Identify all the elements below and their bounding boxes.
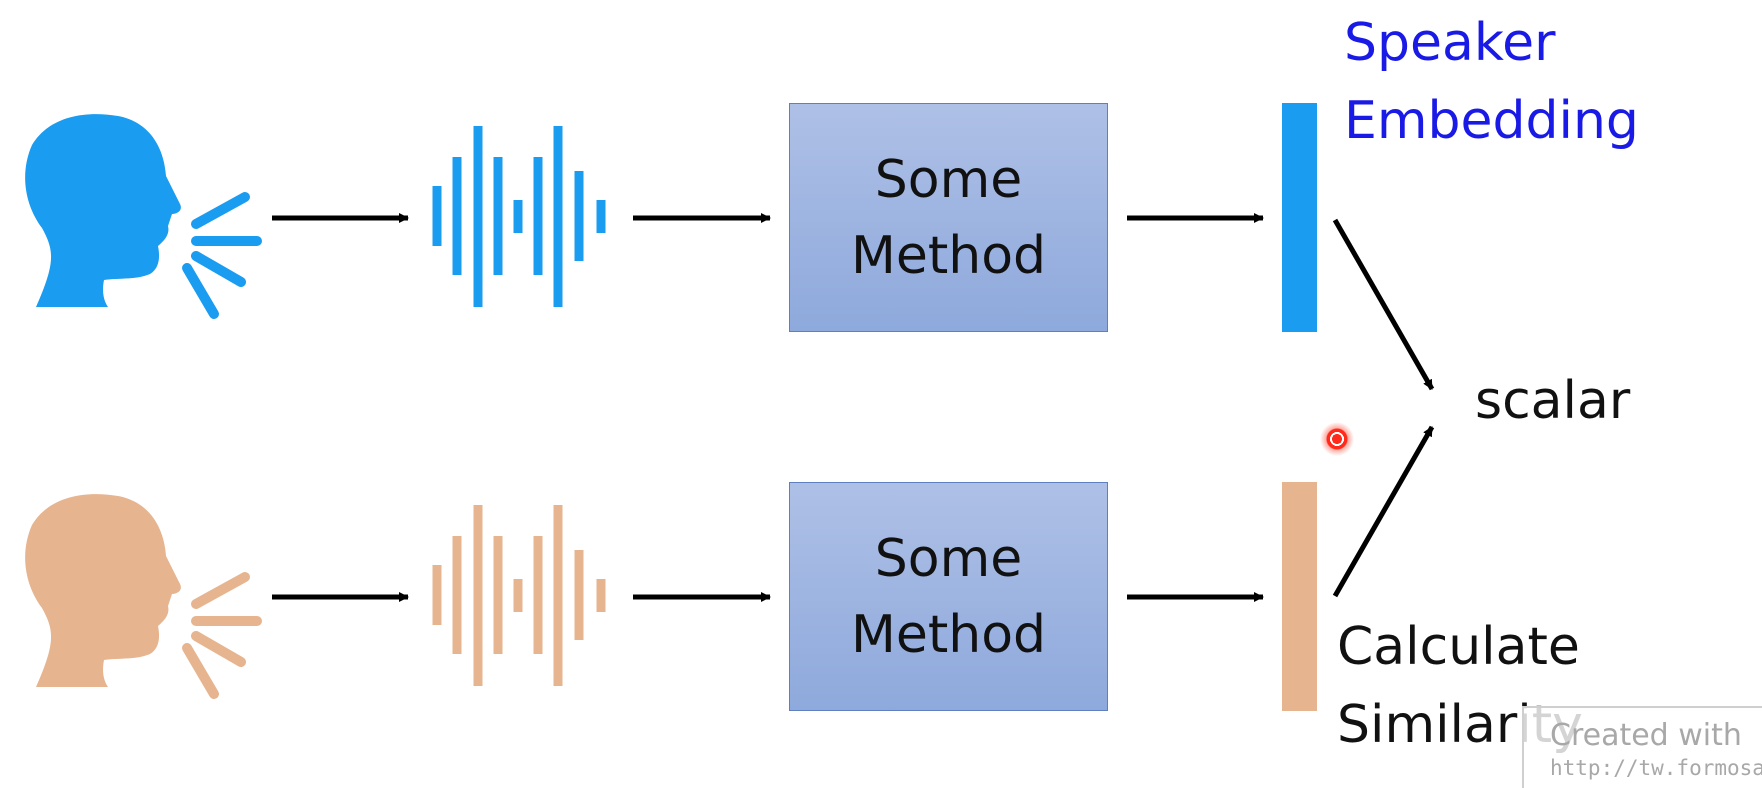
watermark-line1: Created with <box>1550 718 1742 753</box>
arrow-bottom-embedding-to-scalar <box>1332 425 1435 598</box>
method-box-bottom: Some Method <box>789 482 1108 711</box>
watermark-line2: http://tw.formosa <box>1550 756 1762 780</box>
sound-wave-icon-bottom <box>432 505 606 686</box>
sound-wave-icon-top <box>432 126 606 307</box>
method-box-bottom-line1: Some <box>874 528 1023 589</box>
speaker-embedding-bar-top <box>1282 103 1317 332</box>
calculate-similarity-label-line1: Calculate <box>1337 617 1580 677</box>
calculate-similarity-label: Calculate Similarity <box>1337 608 1583 764</box>
watermark: Created with http://tw.formosa <box>1522 706 1762 788</box>
method-box-top: Some Method <box>789 103 1108 332</box>
speaker-embedding-bar-bottom <box>1282 482 1317 711</box>
speaking-head-icon-top <box>25 114 262 319</box>
speaker-embedding-label: Speaker Embedding <box>1344 4 1639 160</box>
speaking-head-icon-bottom <box>25 494 262 699</box>
arrow-top-embedding-to-scalar <box>1332 218 1435 391</box>
laser-pointer-dot <box>1320 422 1354 456</box>
method-box-top-line2: Method <box>850 225 1047 286</box>
scalar-label: scalar <box>1475 371 1631 431</box>
method-box-bottom-line2: Method <box>850 604 1047 665</box>
method-box-top-line1: Some <box>874 149 1023 210</box>
speaker-embedding-label-line1: Speaker <box>1344 13 1556 73</box>
speaker-embedding-label-line2: Embedding <box>1344 91 1639 151</box>
